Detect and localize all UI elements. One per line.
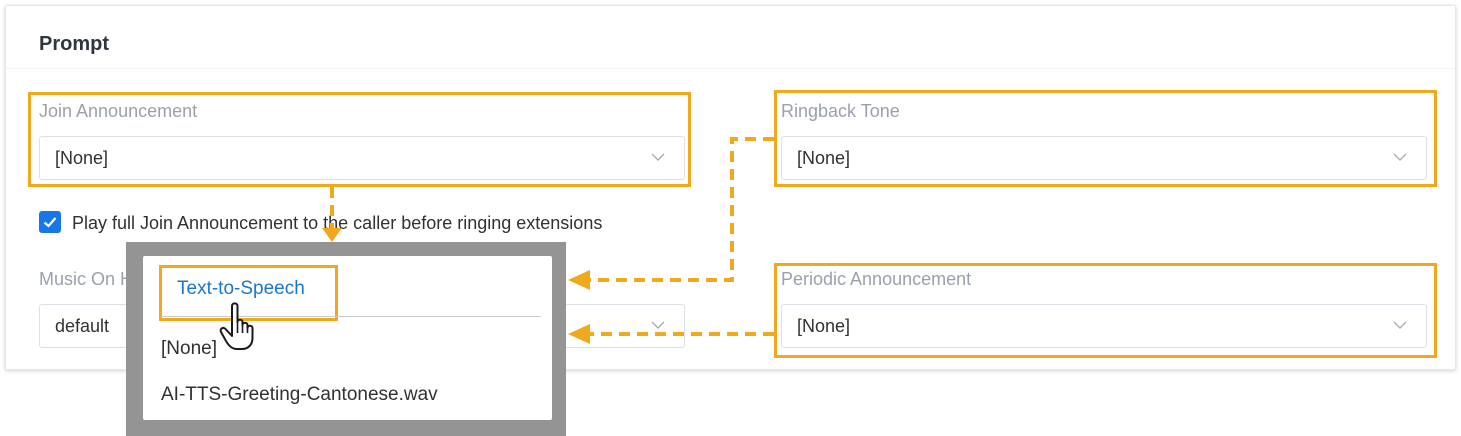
join-announcement-value: [None] — [55, 148, 109, 168]
prompt-dropdown-menu: Text-to-Speech [None] AI-TTS-Greeting-Ca… — [143, 256, 552, 420]
card-title: Prompt — [39, 33, 109, 55]
chevron-down-icon — [1393, 153, 1407, 161]
music-on-hold-label: Music On Ho — [39, 269, 144, 289]
ringback-tone-value: [None] — [797, 148, 851, 168]
periodic-announcement-select[interactable]: [None] — [781, 304, 1427, 348]
checkmark-icon — [43, 217, 57, 228]
periodic-announcement-label: Periodic Announcement — [781, 269, 972, 289]
ringback-tone-select[interactable]: [None] — [781, 136, 1427, 180]
chevron-down-icon — [651, 321, 665, 329]
ringback-tone-highlight — [774, 90, 1437, 187]
option-text-to-speech[interactable]: Text-to-Speech — [177, 278, 305, 299]
ringback-tone-label: Ringback Tone — [781, 101, 900, 121]
option-ai-tts-greeting-file[interactable]: AI-TTS-Greeting-Cantonese.wav — [161, 384, 438, 405]
play-full-announcement-checkbox[interactable] — [39, 211, 61, 233]
option-none[interactable]: [None] — [161, 338, 217, 359]
periodic-announcement-value: [None] — [797, 316, 851, 336]
dropdown-divider — [161, 316, 541, 317]
join-announcement-label: Join Announcement — [39, 101, 198, 121]
chevron-down-icon — [1393, 321, 1407, 329]
play-full-announcement-label: Play full Join Announcement to the calle… — [72, 213, 603, 233]
text-to-speech-highlight — [159, 265, 338, 321]
join-announcement-highlight — [28, 92, 691, 187]
join-announcement-select[interactable]: [None] — [39, 136, 685, 180]
hand-pointer-icon — [219, 302, 254, 350]
periodic-announcement-highlight — [774, 263, 1437, 358]
divider — [6, 68, 1455, 69]
music-on-hold-value: default — [55, 316, 110, 336]
